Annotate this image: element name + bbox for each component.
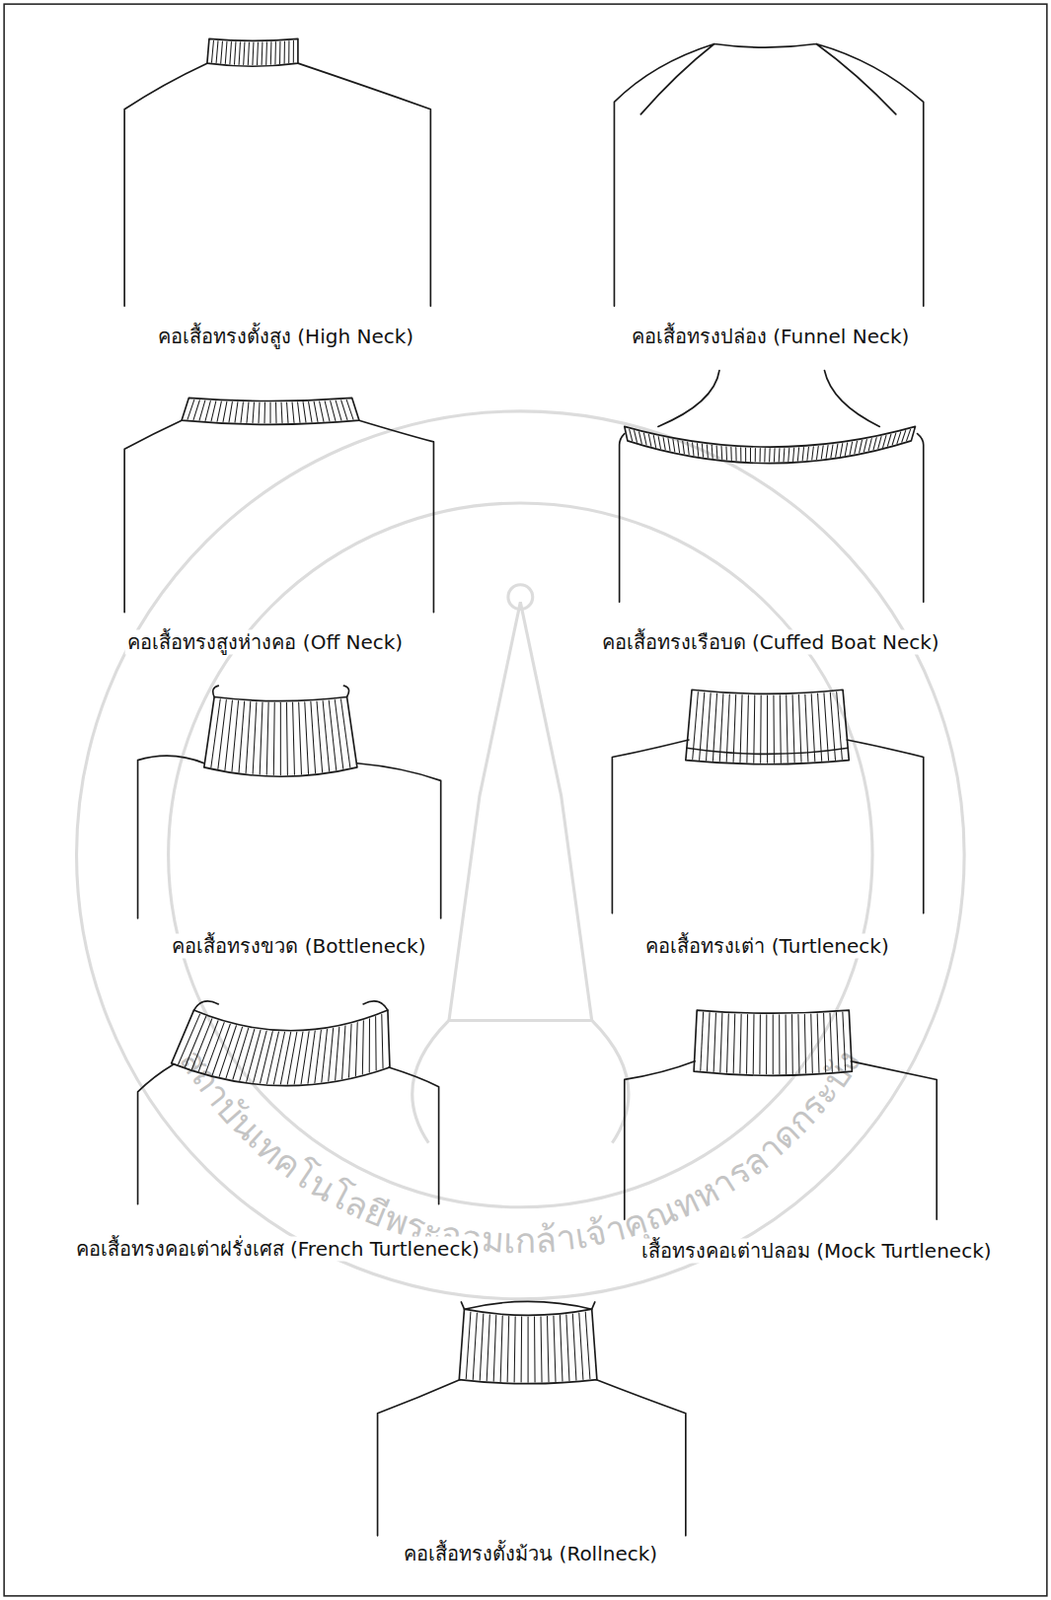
page-border [3, 3, 1048, 1597]
caption-label: เสื้อทรงคอเต่าปลอม (Mock Turtleneck) [638, 1238, 995, 1264]
caption-label: คอเสื้อทรงคอเต่าฝรั่งเศส (French Turtlen… [73, 1236, 483, 1262]
collar-outline [693, 1010, 852, 1076]
rib-lines [629, 429, 911, 462]
garment-outline [138, 1001, 440, 1205]
caption-label: คอเสื้อทรงสูงห่างคอ (Off Neck) [124, 630, 406, 656]
collar-outline [624, 426, 916, 463]
seal-watermark: สถาบันเทคโนโลยีพระจอมเกล้าเจ้าคุณทหารลาด… [76, 411, 966, 1300]
rib-lines [211, 40, 294, 65]
rib-lines [187, 399, 354, 423]
garment-outline [377, 1301, 686, 1536]
rib-lines [211, 699, 351, 776]
garment-outline [619, 371, 924, 603]
garment-outline [124, 63, 431, 306]
collar-outline [685, 689, 849, 765]
garment-outline [624, 1061, 937, 1220]
neckline-figures [124, 38, 937, 1537]
collar-outline [204, 697, 358, 778]
rib-lines [700, 1012, 846, 1075]
garment-outline [138, 685, 442, 919]
rib-lines [465, 1312, 591, 1383]
rib-lines [178, 1014, 383, 1085]
caption-label: คอเสื้อทรงตั้งสูง (High Neck) [154, 324, 417, 350]
garment-outline [611, 740, 923, 914]
collar-outline [171, 1010, 390, 1087]
caption-label: คอเสื้อทรงตั้งม้วน (Rollneck) [400, 1541, 661, 1567]
caption-label: คอเสื้อทรงขวด (Bottleneck) [168, 933, 429, 959]
garment-outline [124, 420, 434, 612]
garment-outline [613, 43, 923, 306]
collar-outline [181, 397, 360, 425]
caption-label: คอเสื้อทรงเต่า (Turtleneck) [642, 933, 892, 959]
collar-outline [207, 38, 299, 67]
caption-label: คอเสื้อทรงปล่อง (Funnel Neck) [628, 324, 912, 350]
caption-label: คอเสื้อทรงเรือบด (Cuffed Boat Neck) [599, 630, 943, 656]
collar-outline [458, 1309, 598, 1385]
